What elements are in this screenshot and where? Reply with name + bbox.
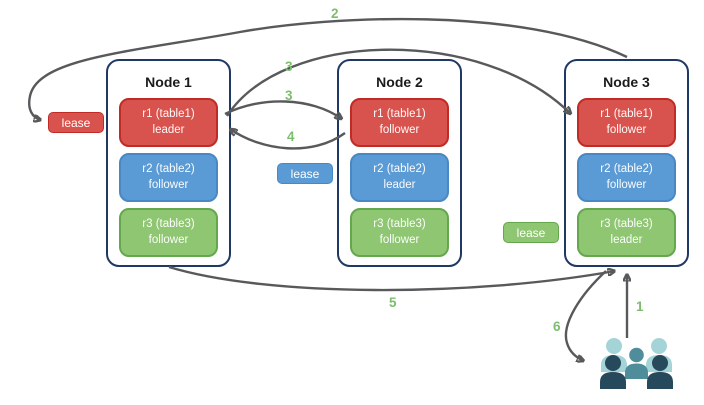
replica-role: leader bbox=[152, 123, 185, 136]
replica-r2-table2-follower: r2 (table2) follower bbox=[119, 153, 218, 202]
replica-r1-table1-follower: r1 (table1) follower bbox=[350, 98, 449, 147]
step-label-2: 2 bbox=[331, 6, 339, 21]
replica-name: r3 (table3) bbox=[373, 218, 426, 231]
step-label-1: 1 bbox=[636, 299, 644, 314]
arrow-step-5-node1-to-node3 bbox=[168, 265, 615, 292]
arrow-step-3-node1-to-node2 bbox=[224, 100, 342, 119]
replica-name: r2 (table2) bbox=[600, 163, 653, 176]
replica-name: r1 (table1) bbox=[600, 108, 653, 121]
replica-name: r3 (table3) bbox=[142, 218, 195, 231]
replica-role: follower bbox=[606, 123, 647, 136]
replica-name: r2 (table2) bbox=[373, 163, 426, 176]
lease-badge-table1: lease bbox=[48, 112, 104, 133]
step-label-4: 4 bbox=[287, 129, 295, 144]
replica-r2-table2-follower: r2 (table2) follower bbox=[577, 153, 676, 202]
replica-r3-table3-leader: r3 (table3) leader bbox=[577, 208, 676, 257]
replica-role: follower bbox=[148, 178, 189, 191]
replica-role: leader bbox=[610, 233, 643, 246]
node-2: Node 2 r1 (table1) follower r2 (table2) … bbox=[337, 59, 462, 267]
replica-name: r3 (table3) bbox=[600, 218, 653, 231]
lease-badge-table2: lease bbox=[277, 163, 333, 184]
step-label-3b: 3 bbox=[285, 88, 293, 103]
replica-role: follower bbox=[379, 123, 420, 136]
replica-r1-table1-leader: r1 (table1) leader bbox=[119, 98, 218, 147]
users-group-icon bbox=[600, 338, 673, 389]
replica-r3-table3-follower: r3 (table3) follower bbox=[119, 208, 218, 257]
node-3: Node 3 r1 (table1) follower r2 (table2) … bbox=[564, 59, 689, 267]
replica-r2-table2-leader: r2 (table2) leader bbox=[350, 153, 449, 202]
node-1-title: Node 1 bbox=[145, 74, 192, 90]
replica-name: r2 (table2) bbox=[142, 163, 195, 176]
node-3-title: Node 3 bbox=[603, 74, 650, 90]
user-front-right bbox=[647, 355, 673, 389]
replica-role: follower bbox=[148, 233, 189, 246]
step-label-6: 6 bbox=[553, 319, 561, 334]
user-front-left bbox=[600, 355, 626, 389]
replica-name: r1 (table1) bbox=[373, 108, 426, 121]
replica-role: leader bbox=[383, 178, 416, 191]
user-middle bbox=[625, 347, 648, 379]
node-2-title: Node 2 bbox=[376, 74, 423, 90]
replica-r1-table1-follower: r1 (table1) follower bbox=[577, 98, 676, 147]
node-1: Node 1 r1 (table1) leader r2 (table2) fo… bbox=[106, 59, 231, 267]
step-label-5: 5 bbox=[389, 295, 397, 310]
replica-role: follower bbox=[379, 233, 420, 246]
step-label-3a: 3 bbox=[285, 59, 293, 74]
lease-badge-table3: lease bbox=[503, 222, 559, 243]
replica-r3-table3-follower: r3 (table3) follower bbox=[350, 208, 449, 257]
replica-role: follower bbox=[606, 178, 647, 191]
replica-name: r1 (table1) bbox=[142, 108, 195, 121]
